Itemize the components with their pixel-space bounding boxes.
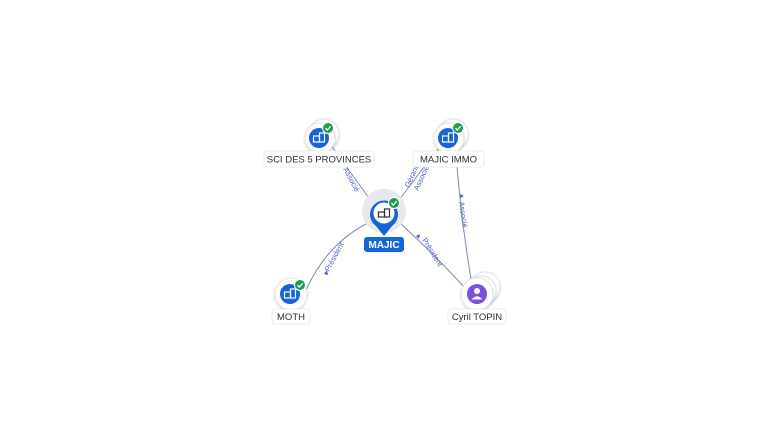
- building-icon: [312, 132, 326, 143]
- edge-label-cyril-majic: Président: [420, 236, 445, 268]
- verified-check-icon: [322, 122, 334, 134]
- node-label-moth: MOTH: [277, 312, 305, 323]
- person-icon: [471, 288, 483, 300]
- edge-arrow-cyril-majicimmo: [460, 194, 464, 198]
- edge-cyril-majic[interactable]: [399, 222, 467, 290]
- edge-arrow-majic-moth: [324, 270, 328, 275]
- node-moth[interactable]: MOTH: [271, 277, 311, 325]
- verified-check-icon: [294, 279, 306, 291]
- node-label-majic: MAJIC: [368, 240, 399, 251]
- node-sci-des-5-provinces[interactable]: SCI DES 5 PROVINCES: [263, 118, 375, 168]
- edge-majic-moth[interactable]: [305, 221, 371, 291]
- node-label-sci-des-5-provinces: SCI DES 5 PROVINCES: [267, 155, 372, 166]
- edge-label-majic-sci5p: Associé: [341, 166, 361, 193]
- verified-check-icon: [452, 122, 464, 134]
- building-icon: [441, 132, 455, 143]
- node-label-cyril-topin: Cyril TOPIN: [452, 312, 502, 323]
- node-cyril-topin[interactable]: Cyril TOPIN: [447, 271, 507, 325]
- node-majic-main[interactable]: MAJIC: [362, 189, 406, 252]
- node-label-majic-immo: MAJIC IMMO: [420, 155, 477, 166]
- verified-check-icon: [388, 197, 400, 209]
- building-icon: [377, 208, 391, 218]
- edge-label-cyril-majicimmo: Associé: [457, 201, 470, 228]
- edge-arrow-cyril-majic: [416, 234, 420, 239]
- node-majic-immo[interactable]: MAJIC IMMO: [412, 118, 485, 168]
- building-icon: [283, 288, 297, 299]
